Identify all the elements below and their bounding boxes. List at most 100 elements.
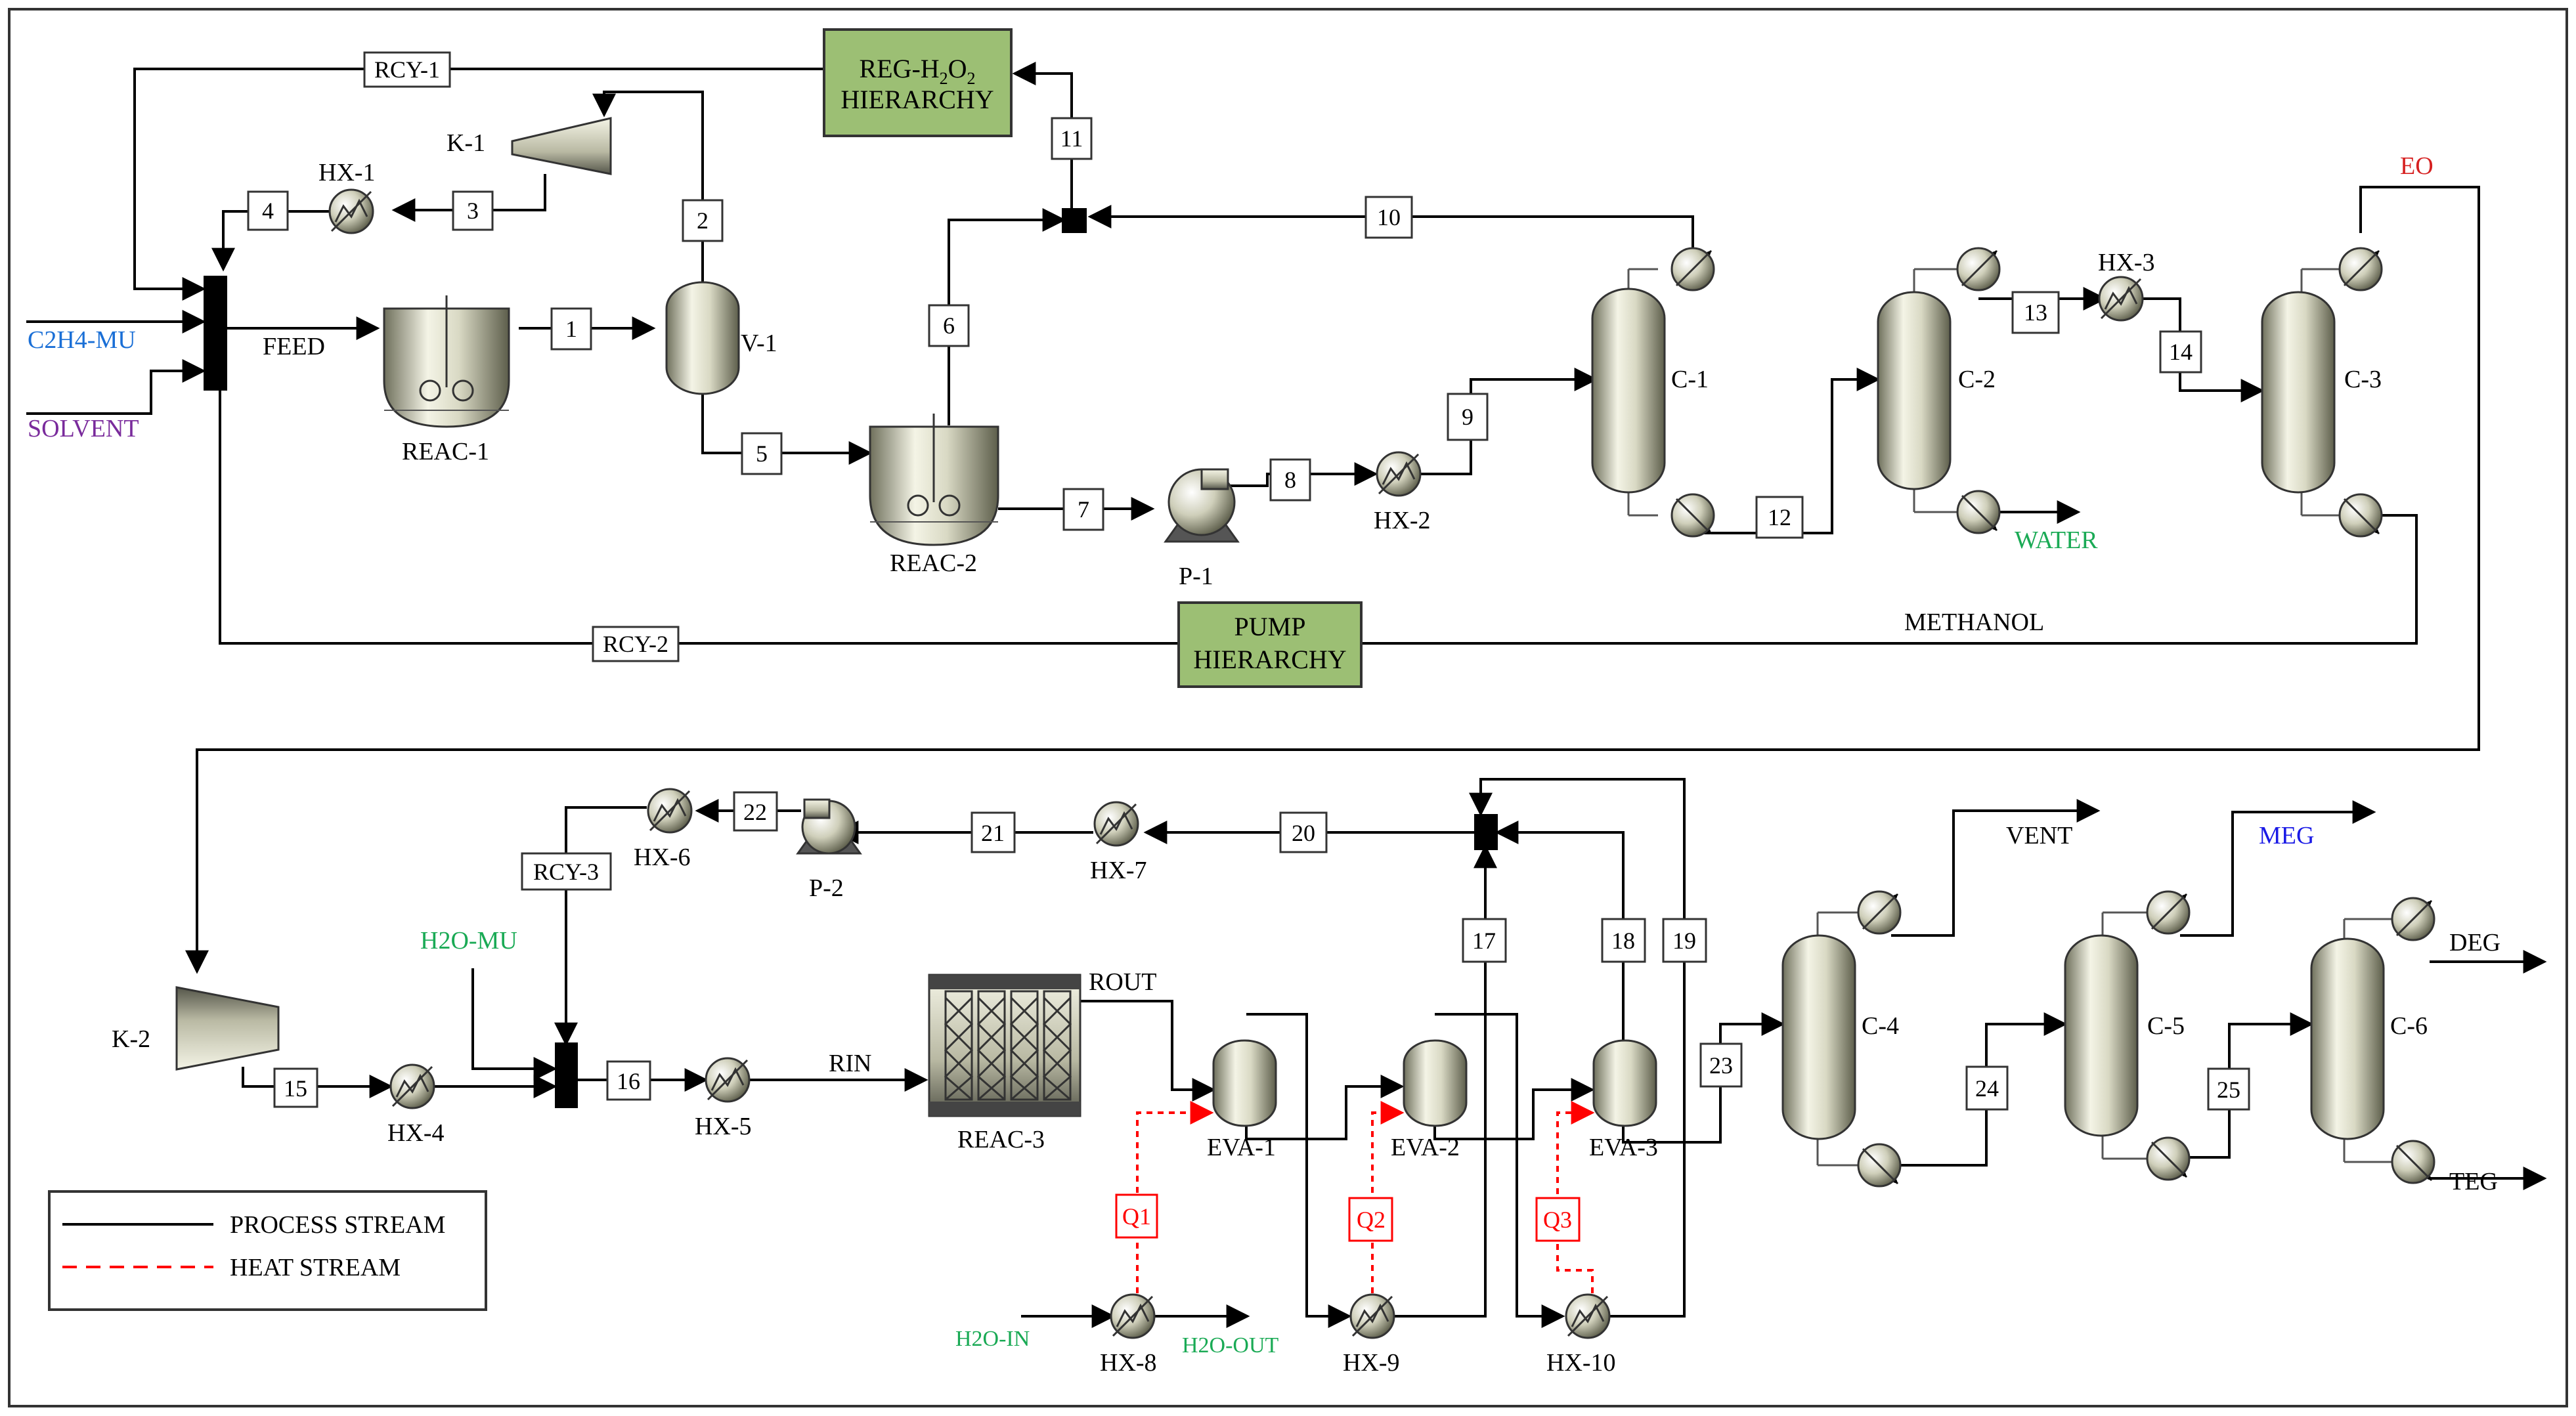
mixer-evap <box>1474 814 1498 850</box>
reac-3[interactable] <box>928 974 1081 1117</box>
p-1-label: P-1 <box>1179 563 1213 590</box>
c-3-label: C-3 <box>2344 366 2382 393</box>
p-1-pump[interactable] <box>1164 468 1240 543</box>
hx-3[interactable] <box>2098 276 2144 322</box>
label-h2omu: H2O-MU <box>420 927 517 955</box>
stream-box-rcy2: RCY-2 <box>592 626 680 662</box>
eva-1[interactable] <box>1212 1039 1277 1127</box>
c-6-column[interactable] <box>2310 897 2435 1184</box>
label-rin: RIN <box>829 1050 871 1077</box>
label-water: WATER <box>2015 526 2098 554</box>
stream-box-6: 6 <box>928 304 970 347</box>
pump-line1: PUMP <box>1234 612 1306 641</box>
v-1-vessel[interactable] <box>665 281 740 395</box>
stream-box-3: 3 <box>452 190 494 231</box>
hx-2[interactable] <box>1376 451 1422 497</box>
hx-10[interactable] <box>1565 1293 1611 1339</box>
svg-text:10: 10 <box>1377 204 1401 230</box>
stream-box-4: 4 <box>247 190 289 231</box>
reg-line1-text: REG-H <box>859 54 939 83</box>
label-feed: FEED <box>263 333 325 360</box>
stream-box-9: 9 <box>1447 393 1489 441</box>
hx-9-label: HX-9 <box>1343 1349 1400 1377</box>
c-4-column[interactable] <box>1781 890 1902 1188</box>
legend: PROCESS STREAM HEAT STREAM <box>48 1190 487 1311</box>
eva-2[interactable] <box>1403 1039 1468 1127</box>
outer-frame <box>8 8 2568 1407</box>
svg-text:11: 11 <box>1060 125 1083 152</box>
hx-7[interactable] <box>1093 801 1139 847</box>
p-2-pump[interactable] <box>796 798 862 855</box>
heat-box-q2: Q2 <box>1348 1197 1393 1242</box>
svg-text:20: 20 <box>1292 820 1315 846</box>
reac-2[interactable] <box>869 414 999 546</box>
pump-line2: HIERARCHY <box>1193 645 1346 674</box>
c-1-column[interactable] <box>1591 247 1715 538</box>
svg-text:REG-H2O2: REG-H2O2 <box>859 54 975 88</box>
svg-text:Q2: Q2 <box>1357 1207 1386 1233</box>
label-solvent: SOLVENT <box>28 415 139 442</box>
svg-text:24: 24 <box>1975 1075 1999 1102</box>
stream-box-10: 10 <box>1364 196 1413 239</box>
c-2-column[interactable] <box>1877 247 2001 534</box>
reac-1-label: REAC-1 <box>402 438 489 465</box>
stream-box-15: 15 <box>273 1067 318 1108</box>
eva-3-label: EVA-3 <box>1589 1134 1658 1161</box>
k-2-label: K-2 <box>112 1025 150 1053</box>
p-2-label: P-2 <box>809 874 844 902</box>
stream-box-22: 22 <box>733 791 778 832</box>
svg-text:12: 12 <box>1768 504 1791 530</box>
pump-hierarchy[interactable]: PUMP HIERARCHY <box>1177 601 1363 688</box>
hx-5-label: HX-5 <box>695 1113 752 1140</box>
svg-text:17: 17 <box>1472 928 1496 954</box>
stream-box-12: 12 <box>1755 496 1804 539</box>
stream-box-24: 24 <box>1965 1065 2009 1111</box>
c-1-label: C-1 <box>1671 366 1709 393</box>
legend-heat-label: HEAT STREAM <box>230 1254 401 1281</box>
reg-sub2: 2 <box>967 69 976 88</box>
hx-1-label: HX-1 <box>318 159 376 186</box>
eva-2-label: EVA-2 <box>1391 1134 1460 1161</box>
reg-sub1: 2 <box>940 69 948 88</box>
k-2-compressor[interactable] <box>175 986 280 1071</box>
hx-8-label: HX-8 <box>1100 1349 1157 1377</box>
svg-text:Q1: Q1 <box>1122 1203 1151 1230</box>
reg-o: O <box>948 54 967 83</box>
k-1-compressor[interactable] <box>511 117 612 175</box>
c-5-column[interactable] <box>2064 890 2191 1181</box>
hx-9[interactable] <box>1349 1293 1395 1339</box>
reg-h2o2-hierarchy[interactable]: REG-H2O2 HIERARCHY <box>823 28 1013 137</box>
hx-4[interactable] <box>389 1063 435 1109</box>
label-h2oout: H2O-OUT <box>1182 1333 1279 1358</box>
hx-1[interactable] <box>328 188 374 234</box>
label-methanol: METHANOL <box>1904 609 2044 636</box>
svg-text:5: 5 <box>756 440 768 467</box>
mixer-feed <box>204 276 227 391</box>
eva-3[interactable] <box>1592 1039 1657 1127</box>
hx-3-label: HX-3 <box>2098 249 2155 276</box>
hx-4-label: HX-4 <box>387 1119 445 1147</box>
stream-box-rcy3: RCY-3 <box>521 852 612 891</box>
hx-8[interactable] <box>1110 1293 1156 1339</box>
hx-5[interactable] <box>705 1057 751 1103</box>
label-rout: ROUT <box>1089 968 1156 996</box>
c-6-label: C-6 <box>2390 1012 2428 1040</box>
mixer-reg <box>1062 208 1087 233</box>
stream-box-7: 7 <box>1062 488 1104 531</box>
svg-text:RCY-3: RCY-3 <box>533 859 599 885</box>
c-3-column[interactable] <box>2261 247 2383 538</box>
svg-text:25: 25 <box>2217 1077 2240 1103</box>
hx-6[interactable] <box>647 788 693 834</box>
hx-10-label: HX-10 <box>1546 1349 1616 1377</box>
stream-box-17: 17 <box>1462 918 1507 963</box>
stream-box-2: 2 <box>682 199 724 242</box>
stream-box-8: 8 <box>1269 458 1311 502</box>
svg-text:4: 4 <box>262 198 274 224</box>
svg-text:RCY-1: RCY-1 <box>374 56 440 83</box>
reac-1[interactable] <box>383 295 510 428</box>
svg-text:9: 9 <box>1462 404 1474 430</box>
svg-text:23: 23 <box>1709 1052 1733 1079</box>
hx-6-label: HX-6 <box>634 844 691 871</box>
label-meg: MEG <box>2259 822 2314 849</box>
label-eo: EO <box>2400 152 2434 180</box>
